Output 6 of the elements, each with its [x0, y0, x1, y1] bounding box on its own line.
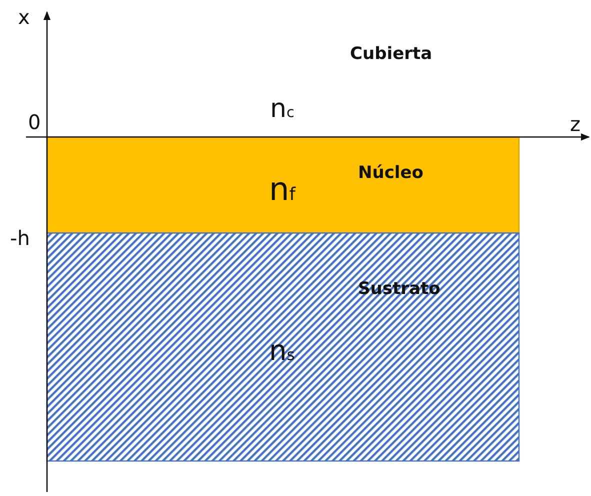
region-name: Cubierta: [350, 46, 432, 63]
axis-tick-label: -h: [10, 228, 30, 248]
layer-name: Núcleo: [358, 165, 424, 182]
axis-label: z: [570, 114, 580, 134]
axis-tick-label: 0: [28, 112, 41, 132]
axis-label: x: [18, 7, 30, 27]
